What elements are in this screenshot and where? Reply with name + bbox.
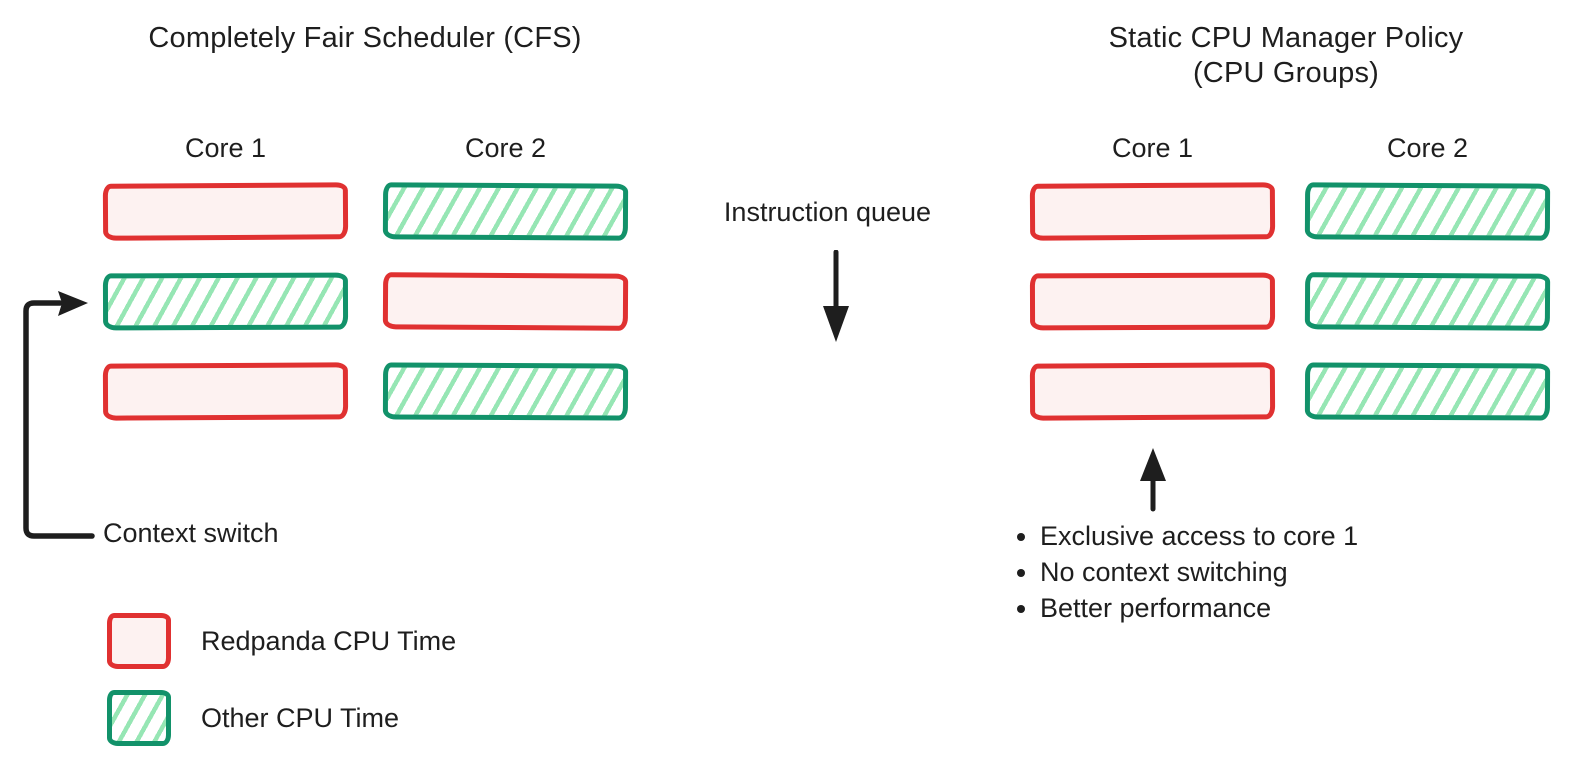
- benefits-list: Exclusive access to core 1 No context sw…: [1012, 518, 1358, 626]
- cpu-slot-other: [1304, 272, 1551, 331]
- legend-swatch-redpanda: [107, 613, 171, 669]
- right-core-2-header: Core 2: [1386, 133, 1469, 163]
- cpu-slot-redpanda: [1029, 362, 1276, 421]
- cpu-slot-redpanda: [102, 362, 349, 421]
- legend-row-other: Other CPU Time: [107, 690, 456, 746]
- legend-swatch-other: [107, 690, 171, 746]
- benefit-item: Exclusive access to core 1: [1040, 518, 1358, 554]
- left-panel-title: Completely Fair Scheduler (CFS): [148, 22, 582, 54]
- legend-label-other: Other CPU Time: [201, 702, 400, 733]
- cpu-slot-redpanda: [1029, 272, 1276, 331]
- cpu-slot-other: [382, 182, 629, 241]
- benefit-item: Better performance: [1040, 590, 1358, 626]
- cpu-slot-other: [1304, 362, 1551, 421]
- cpu-slot-redpanda: [382, 272, 629, 331]
- cpu-slot-other: [382, 362, 629, 421]
- right-panel-title-line2: (CPU Groups): [1192, 57, 1380, 89]
- left-core-2-header: Core 2: [464, 133, 547, 163]
- cpu-slot-other: [102, 272, 349, 331]
- right-cpu-grid: [1029, 182, 1551, 421]
- benefit-item: No context switching: [1040, 554, 1358, 590]
- instruction-queue-label: Instruction queue: [723, 197, 932, 227]
- right-core-1-header: Core 1: [1111, 133, 1194, 163]
- context-switch-arrow: [23, 291, 95, 539]
- right-panel-title-line1: Static CPU Manager Policy: [1108, 22, 1464, 54]
- right-panel-title: Static CPU Manager Policy (CPU Groups): [1040, 21, 1532, 91]
- exclusive-core-up-arrow: [1140, 448, 1166, 512]
- instruction-queue-down-arrow: [823, 250, 849, 342]
- cpu-slot-other: [1304, 182, 1551, 241]
- legend-row-redpanda: Redpanda CPU Time: [107, 613, 456, 669]
- left-cpu-grid: [102, 182, 629, 421]
- context-switch-label: Context switch: [103, 518, 279, 548]
- left-core-1-header: Core 1: [184, 133, 267, 163]
- legend-label-redpanda: Redpanda CPU Time: [201, 625, 457, 656]
- cpu-slot-redpanda: [102, 182, 349, 241]
- legend: Redpanda CPU Time Other CPU Time: [107, 613, 456, 767]
- cpu-slot-redpanda: [1029, 182, 1276, 241]
